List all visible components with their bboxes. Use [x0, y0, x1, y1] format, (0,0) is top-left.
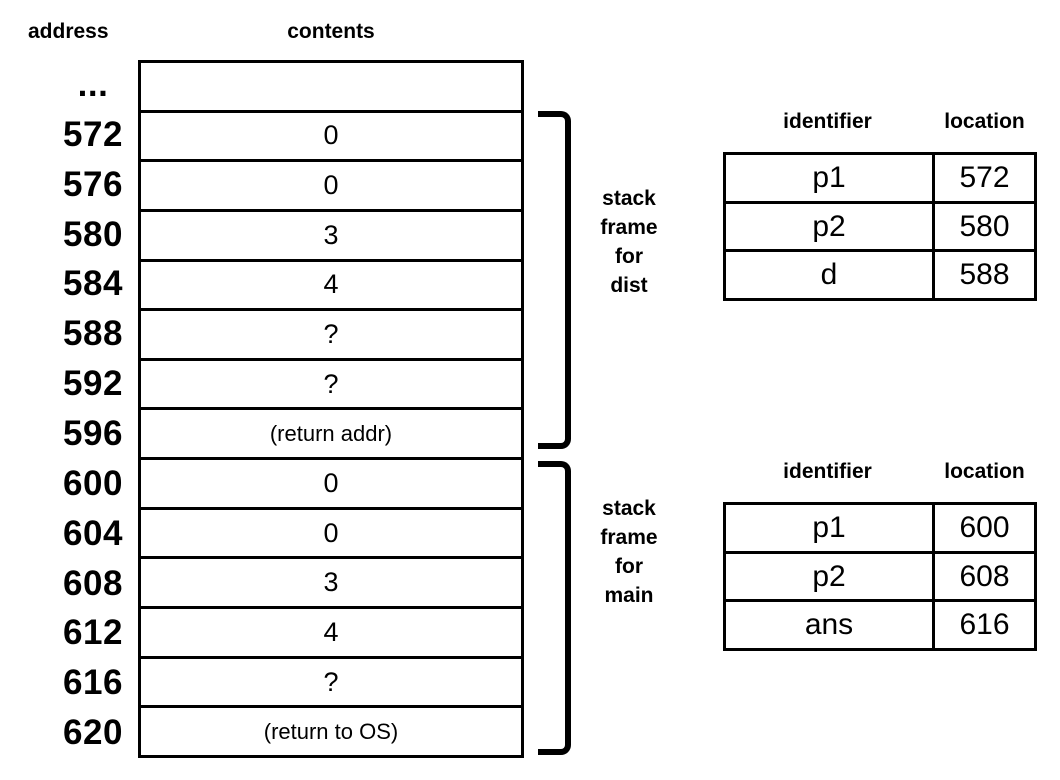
address-column-header: address — [28, 20, 109, 43]
identifier-header: identifier — [783, 460, 872, 483]
address-label: 616 — [63, 663, 123, 703]
address-label: 588 — [63, 314, 123, 354]
address-label: 580 — [63, 214, 123, 254]
memory-cell: 0 — [141, 457, 521, 507]
location-cell: 588 — [959, 258, 1010, 292]
address-label: 584 — [63, 264, 123, 304]
dist-frame-bracket — [538, 111, 571, 449]
main-frame-bracket — [538, 461, 571, 755]
dist-symbol-table-headers: identifier location — [723, 110, 1037, 134]
location-header: location — [944, 460, 1025, 483]
identifier-cell: p1 — [726, 155, 935, 201]
identifier-header: identifier — [783, 110, 872, 133]
memory-cell: 3 — [141, 208, 521, 259]
memory-cell: 4 — [141, 606, 521, 656]
memory-cell: 0 — [141, 109, 521, 160]
memory-cell: ? — [141, 308, 521, 358]
table-row: ans 616 — [726, 599, 1034, 649]
dist-frame-label: stack frame for dist — [600, 187, 658, 297]
main-symbol-table: p1 600 p2 608 ans 616 — [723, 502, 1037, 651]
address-label: 596 — [63, 413, 123, 453]
table-row: p1 572 — [726, 155, 1034, 201]
memory-contents-box: 0 0 3 4 ? ? (return addr) 0 0 3 4 ? (ret… — [138, 60, 524, 758]
memory-cell — [141, 63, 521, 110]
table-row: p2 580 — [726, 200, 1034, 250]
memory-cell: ? — [141, 357, 521, 408]
address-label: 608 — [63, 563, 123, 603]
location-cell: 600 — [959, 510, 1010, 544]
address-label: 572 — [63, 114, 123, 154]
address-column: ... 572 576 580 584 588 592 596 600 604 … — [28, 60, 158, 758]
location-cell: 608 — [959, 559, 1010, 593]
identifier-cell: p2 — [726, 553, 935, 600]
main-symbol-table-headers: identifier location — [723, 460, 1037, 484]
location-cell: 572 — [959, 160, 1010, 194]
address-label: 620 — [63, 713, 123, 753]
table-row: p2 608 — [726, 550, 1034, 600]
address-label: 612 — [63, 613, 123, 653]
table-row: p1 600 — [726, 505, 1034, 551]
table-row: d 588 — [726, 249, 1034, 299]
address-label: 592 — [63, 364, 123, 404]
memory-cell-return-os: (return to OS) — [141, 705, 521, 755]
address-label: 576 — [63, 164, 123, 204]
memory-cell-return-addr: (return addr) — [141, 407, 521, 457]
contents-column-header: contents — [287, 20, 375, 43]
location-cell: 616 — [959, 608, 1010, 642]
memory-cell: 3 — [141, 556, 521, 606]
memory-cell: 0 — [141, 506, 521, 557]
memory-cell: 0 — [141, 159, 521, 209]
memory-cell: ? — [141, 655, 521, 706]
address-label: 604 — [63, 513, 123, 553]
identifier-cell: d — [726, 252, 935, 299]
address-label: ... — [77, 64, 109, 104]
dist-symbol-table: p1 572 p2 580 d 588 — [723, 152, 1037, 301]
location-header: location — [944, 110, 1025, 133]
identifier-cell: p1 — [726, 505, 935, 551]
identifier-cell: ans — [726, 602, 935, 649]
main-frame-label: stack frame for main — [600, 497, 658, 607]
identifier-cell: p2 — [726, 203, 935, 250]
location-cell: 580 — [959, 209, 1010, 243]
memory-cell: 4 — [141, 258, 521, 309]
address-label: 600 — [63, 463, 123, 503]
